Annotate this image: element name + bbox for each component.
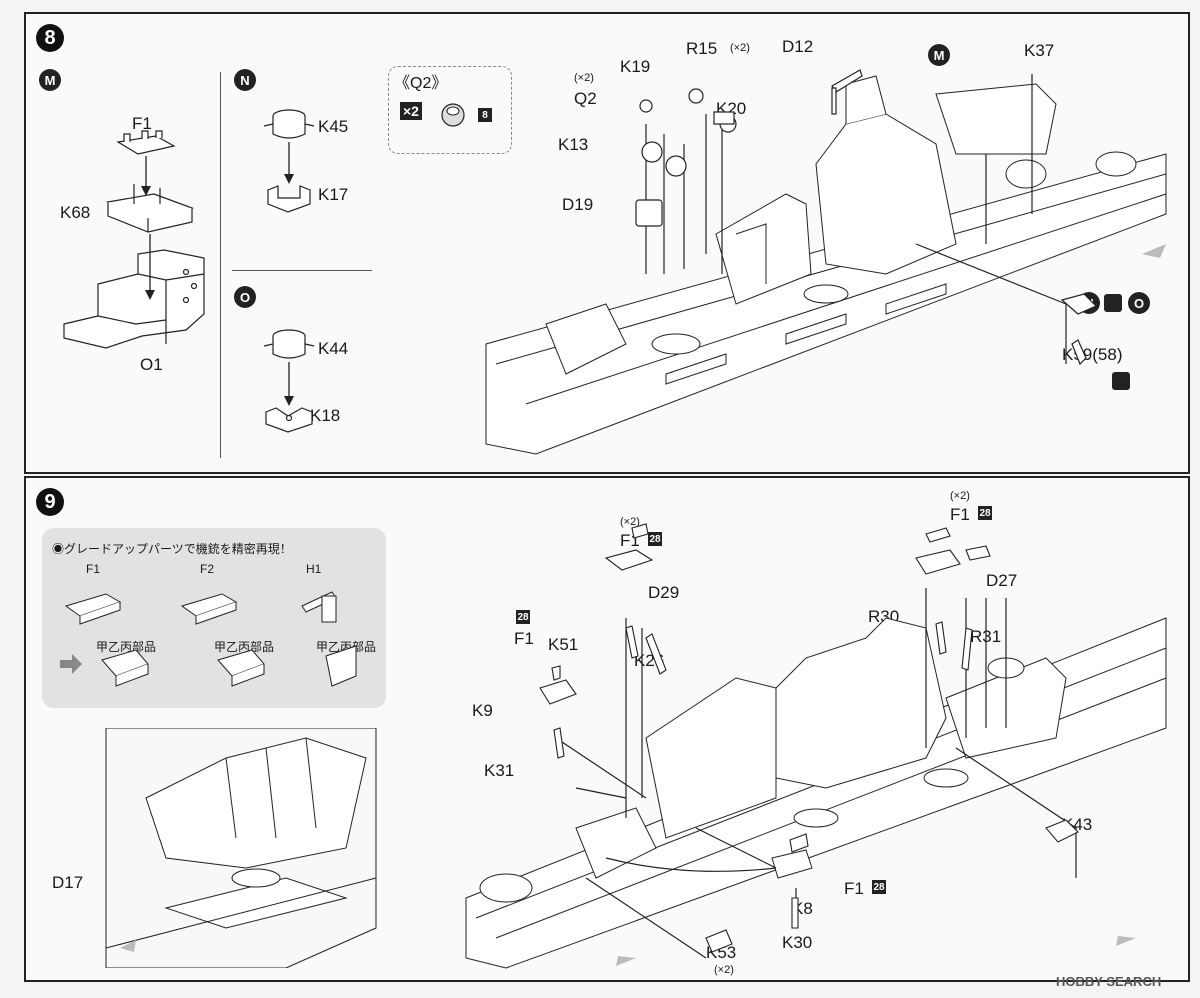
tip-label-h1: H1 bbox=[306, 562, 322, 576]
label-f1a-qty: (×2) bbox=[620, 516, 640, 528]
times-two-badge: ×2 bbox=[400, 102, 422, 120]
label-k9: K9 bbox=[472, 701, 493, 720]
ref-circle-o: O bbox=[234, 286, 256, 308]
watermark: HOBBY SEARCH bbox=[1056, 974, 1162, 989]
label-q2-title: 《Q2》 bbox=[394, 75, 448, 92]
tip-title: ◉グレードアップパーツで機銃を精密再現！ bbox=[52, 542, 292, 556]
tip-sub-3: 甲乙丙部品 bbox=[316, 640, 377, 654]
ref-square-28a: 28 bbox=[648, 532, 662, 546]
label-d19: D19 bbox=[562, 195, 594, 214]
label-d29: D29 bbox=[648, 583, 680, 602]
label-k31: K31 bbox=[484, 761, 515, 780]
label-k18: K18 bbox=[310, 406, 341, 425]
ship-illustration-step9 bbox=[465, 523, 1167, 969]
label-d12: D12 bbox=[782, 37, 814, 56]
ref-square-28c: 28 bbox=[978, 506, 992, 520]
ref-square-8: 8 bbox=[478, 108, 492, 122]
label-f1d: F1 bbox=[844, 879, 864, 898]
step-8-panel: 8 M F1 K68 O1 N K45 K17 bbox=[24, 12, 1190, 474]
tip-label-f2: F2 bbox=[200, 562, 215, 576]
tip-illustrations bbox=[60, 591, 357, 687]
ref-circle-m: M bbox=[39, 69, 61, 91]
label-k17: K17 bbox=[318, 185, 349, 204]
label-k30: K30 bbox=[782, 933, 813, 952]
label-k19: K19 bbox=[620, 57, 651, 76]
ship-illustration-step8 bbox=[485, 69, 1167, 455]
label-o1: O1 bbox=[140, 355, 163, 374]
step-9-panel: 9 ◉グレードアップパーツで機銃を精密再現！ F1 F2 H1 甲乙丙部品 甲乙… bbox=[24, 476, 1190, 982]
tip-label-f1: F1 bbox=[86, 562, 101, 576]
tip-sub-2: 甲乙丙部品 bbox=[214, 640, 275, 654]
step-number-badge: 8 bbox=[36, 24, 64, 52]
label-f1: F1 bbox=[132, 114, 152, 133]
label-k37: K37 bbox=[1024, 41, 1055, 60]
assembly-m-illustration bbox=[63, 130, 205, 349]
ref-circle-o-2: O bbox=[1128, 292, 1150, 314]
ref-circle-n: N bbox=[234, 69, 256, 91]
label-k51: K51 bbox=[548, 635, 579, 654]
inset-detail-view bbox=[105, 728, 377, 968]
label-f1c: F1 bbox=[950, 505, 970, 524]
assembly-o-illustration bbox=[263, 329, 315, 433]
label-q2: Q2 bbox=[574, 89, 597, 108]
pair-icon bbox=[1104, 294, 1122, 312]
label-f1b: F1 bbox=[514, 629, 534, 648]
q2-part-icon bbox=[441, 103, 465, 127]
label-k68: K68 bbox=[60, 203, 91, 222]
label-r15-qty: (×2) bbox=[730, 42, 750, 54]
label-q2-qty: (×2) bbox=[574, 72, 594, 84]
divider-horizontal bbox=[232, 270, 372, 271]
label-d17: D17 bbox=[52, 873, 84, 892]
q2-detail-box bbox=[388, 66, 512, 154]
label-r15: R15 bbox=[686, 39, 718, 58]
label-k13: K13 bbox=[558, 135, 589, 154]
label-f1c-qty: (×2) bbox=[950, 490, 970, 502]
pair-icon-small bbox=[1112, 372, 1130, 390]
label-d27: D27 bbox=[986, 571, 1018, 590]
ref-circle-m-2: M bbox=[928, 44, 950, 66]
divider-vertical bbox=[220, 72, 221, 458]
label-k44: K44 bbox=[318, 339, 349, 358]
ref-square-28d: 28 bbox=[872, 880, 886, 894]
label-k53-qty: (×2) bbox=[714, 964, 734, 976]
assembly-n-illustration bbox=[263, 109, 315, 213]
label-k45: K45 bbox=[318, 117, 349, 136]
step-number-badge-9: 9 bbox=[36, 488, 64, 516]
tip-sub-1: 甲乙丙部品 bbox=[96, 640, 157, 654]
ref-square-28b: 28 bbox=[516, 610, 530, 624]
